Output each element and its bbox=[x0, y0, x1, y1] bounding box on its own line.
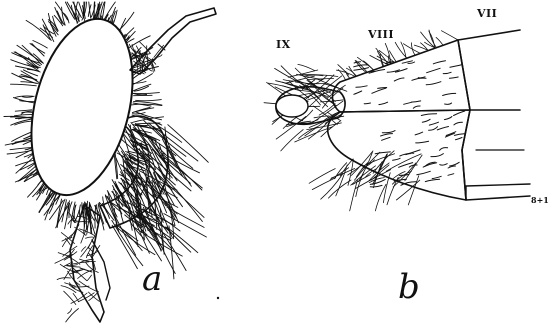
hair-stroke bbox=[328, 180, 351, 198]
hair-stroke bbox=[370, 55, 389, 64]
hair-stroke bbox=[401, 42, 406, 59]
stray-dot bbox=[217, 297, 219, 299]
segment-label-viii: VIII bbox=[367, 28, 394, 41]
hair-stroke bbox=[321, 121, 340, 137]
hair-stroke bbox=[298, 64, 315, 70]
hair-stroke bbox=[426, 82, 441, 85]
hair-stroke bbox=[132, 108, 153, 113]
hair-stroke bbox=[26, 20, 50, 39]
hair-stroke bbox=[421, 114, 436, 116]
hair-stroke bbox=[20, 101, 35, 102]
hair-stroke bbox=[86, 237, 94, 238]
hair-stroke bbox=[449, 77, 458, 78]
hair-stroke bbox=[454, 122, 463, 125]
hair-stroke bbox=[417, 171, 431, 174]
hair-stroke bbox=[382, 137, 391, 140]
hair-stroke bbox=[68, 213, 71, 218]
hair-stroke bbox=[450, 65, 462, 68]
segment-viii-sternite bbox=[328, 110, 470, 200]
hair-stroke bbox=[408, 62, 415, 63]
hair-stroke bbox=[416, 141, 429, 143]
hair-stroke bbox=[431, 154, 444, 157]
hair-stroke bbox=[375, 152, 390, 154]
palp bbox=[92, 240, 110, 300]
hair-stroke bbox=[356, 86, 367, 87]
hair-stroke bbox=[440, 164, 448, 165]
hair-stroke bbox=[275, 68, 308, 86]
hair-stroke bbox=[66, 309, 79, 323]
hair-stroke bbox=[338, 65, 349, 76]
hair-stroke bbox=[393, 158, 401, 160]
segment-label-ix: IX bbox=[276, 38, 291, 51]
hair-stroke bbox=[346, 71, 350, 78]
hair-stroke bbox=[134, 86, 148, 91]
hair-stroke bbox=[381, 134, 393, 136]
panel-b-abdomen-drawing bbox=[264, 30, 530, 211]
hair-stroke bbox=[437, 127, 448, 130]
hair-stroke bbox=[425, 179, 439, 181]
hair-stroke bbox=[13, 98, 35, 104]
hair-stroke bbox=[450, 162, 460, 166]
hair-stroke bbox=[408, 176, 419, 205]
corner-mark: 8+1 bbox=[531, 195, 549, 205]
panel-b-label: b bbox=[398, 267, 420, 307]
hair-stroke bbox=[136, 100, 162, 101]
segment-viii-tergite bbox=[333, 40, 471, 112]
hair-stroke bbox=[443, 93, 456, 95]
hair-stroke bbox=[370, 185, 382, 187]
hair-stroke bbox=[440, 148, 448, 151]
hair-stroke bbox=[454, 134, 464, 136]
hair-stroke bbox=[394, 78, 404, 81]
hair-stroke bbox=[167, 145, 193, 168]
hair-stroke bbox=[411, 101, 420, 102]
hair-stroke bbox=[448, 174, 454, 176]
hair-stroke bbox=[432, 176, 441, 178]
hair-stroke bbox=[422, 119, 430, 122]
hair-stroke bbox=[445, 103, 452, 104]
abdominal-bristles bbox=[264, 30, 465, 211]
hair-stroke bbox=[309, 169, 335, 184]
hair-stroke bbox=[436, 37, 443, 45]
hair-stroke bbox=[429, 127, 438, 131]
hair-stroke bbox=[81, 247, 85, 252]
hair-stroke bbox=[433, 61, 445, 64]
hair-stroke bbox=[454, 111, 465, 116]
hair-stroke bbox=[320, 100, 343, 102]
hair-stroke bbox=[455, 138, 462, 140]
hair-stroke bbox=[364, 103, 370, 104]
hair-stroke bbox=[443, 72, 451, 73]
hair-stroke bbox=[64, 291, 76, 304]
segment-ix-tip bbox=[276, 95, 308, 117]
hair-stroke bbox=[412, 78, 426, 80]
hair-stroke bbox=[404, 102, 412, 104]
hair-stroke bbox=[406, 150, 420, 155]
hair-stroke bbox=[354, 91, 362, 94]
hair-stroke bbox=[386, 154, 421, 171]
hair-stroke bbox=[415, 132, 423, 135]
hair-stroke bbox=[89, 2, 91, 18]
hair-stroke bbox=[319, 104, 335, 116]
hair-stroke bbox=[87, 275, 91, 281]
hair-stroke bbox=[11, 84, 37, 86]
hair-stroke bbox=[382, 131, 395, 133]
hair-stroke bbox=[427, 68, 441, 72]
hair-stroke bbox=[405, 155, 422, 181]
hair-stroke bbox=[441, 31, 458, 40]
hair-stroke bbox=[379, 102, 388, 104]
segment-label-vii: VII bbox=[476, 7, 497, 20]
hair-stroke bbox=[140, 42, 151, 53]
hair-stroke bbox=[429, 122, 438, 125]
panel-a-head-drawing bbox=[4, 2, 216, 322]
hair-stroke bbox=[14, 115, 34, 116]
hair-stroke bbox=[68, 309, 72, 314]
hair-stroke bbox=[132, 74, 153, 86]
hair-stroke bbox=[134, 93, 160, 94]
hair-stroke bbox=[336, 165, 347, 196]
panel-a-label: a bbox=[142, 259, 162, 299]
hair-stroke bbox=[444, 117, 452, 120]
hair-stroke bbox=[413, 106, 420, 108]
hair-stroke bbox=[372, 88, 386, 93]
